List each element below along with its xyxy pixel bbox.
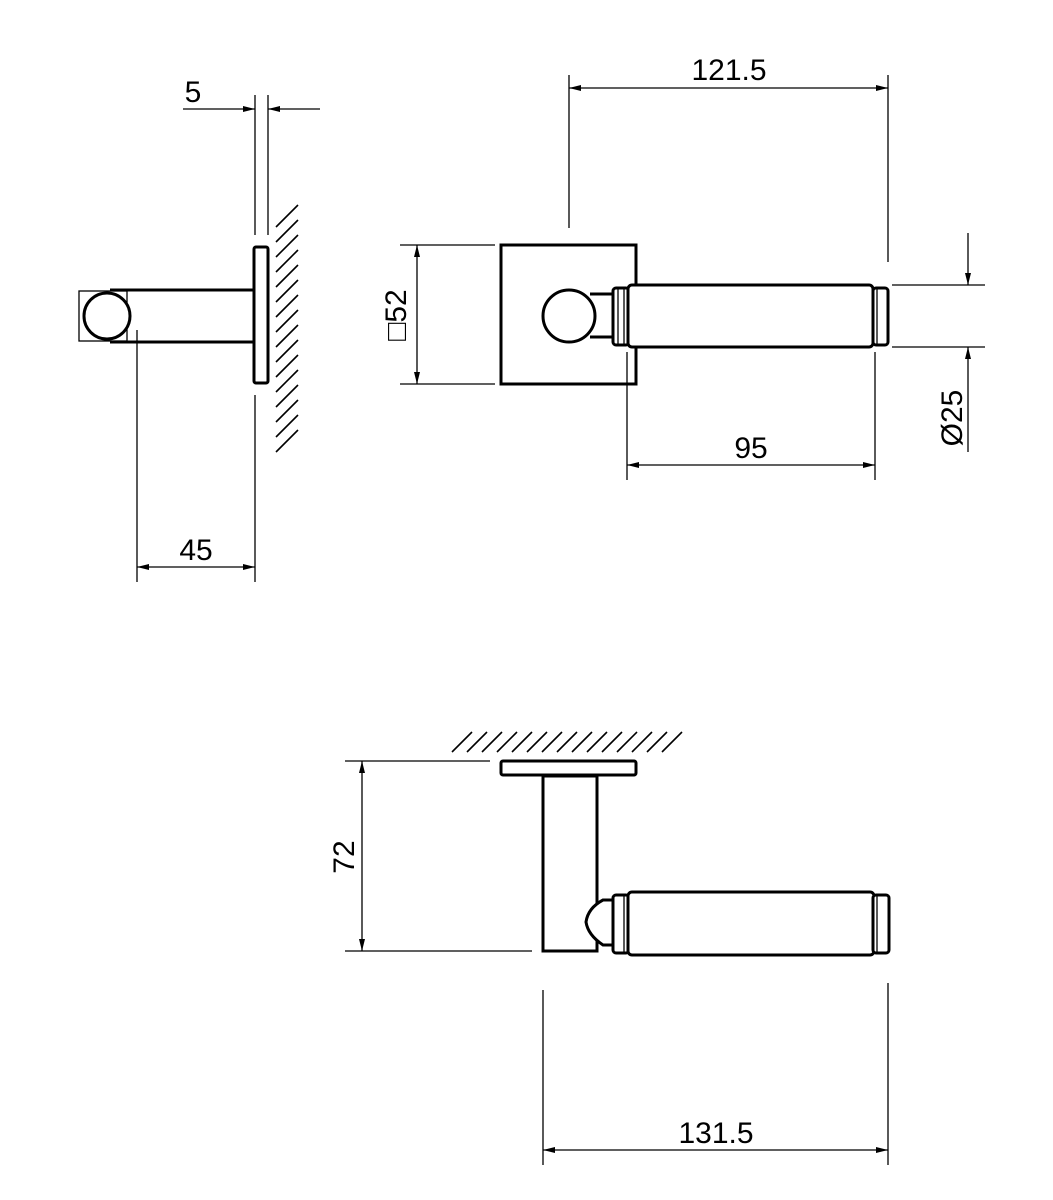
hatch-line: [526, 731, 548, 753]
hatch-line: [275, 264, 299, 288]
side-view: 5 45: [78, 76, 320, 582]
hatch-line: [496, 731, 518, 753]
hatch-line: [275, 294, 299, 318]
hatch-line: [646, 731, 668, 753]
hatch-line: [275, 339, 299, 363]
lever-end-collar: [871, 286, 890, 347]
hatch-line: [275, 429, 299, 453]
lever-hub-circle: [541, 288, 597, 344]
hatch-line: [631, 731, 653, 753]
hatch-line: [275, 414, 299, 438]
dim-131-5-label: 131.5: [678, 1117, 753, 1150]
rosette-plate-side: [252, 245, 270, 385]
hatch-line: [586, 731, 608, 753]
dim-72-label: 72: [328, 840, 361, 873]
dim-5-label: 5: [185, 76, 202, 109]
wall-hatch-side: [275, 204, 299, 453]
hatch-line: [275, 369, 299, 393]
hatch-line: [616, 731, 638, 753]
lever-end-collar-top: [871, 893, 891, 955]
hatch-line: [275, 354, 299, 378]
lever-hub-top: [584, 898, 616, 947]
hatch-line: [275, 249, 299, 273]
hatch-line: [541, 731, 563, 753]
hatch-line: [275, 384, 299, 408]
lever-end-circle: [82, 291, 132, 341]
hatch-line: [275, 279, 299, 303]
hatch-line: [466, 731, 488, 753]
dim-121-5-label: 121.5: [691, 54, 766, 87]
hatch-line: [275, 234, 299, 258]
hatch-line: [275, 399, 299, 423]
hatch-line: [601, 731, 623, 753]
hatch-line: [275, 324, 299, 348]
hatch-line: [571, 731, 593, 753]
hatch-line: [511, 731, 533, 753]
lever-grip-top: [626, 890, 876, 957]
lever-grip: [626, 283, 875, 349]
hatch-line: [275, 204, 299, 228]
front-view: 121.5 □52 95 Ø25: [380, 54, 985, 480]
dim-95-label: 95: [734, 432, 767, 465]
rosette-plate-top: [499, 759, 638, 777]
wall-hatch-top: [451, 731, 683, 753]
hatch-line: [556, 731, 578, 753]
dim-25-label: Ø25: [936, 390, 969, 447]
hatch-line: [275, 309, 299, 333]
hatch-line: [481, 731, 503, 753]
hatch-line: [661, 731, 683, 753]
dim-45-label: 45: [179, 534, 212, 567]
hatch-line: [275, 219, 299, 243]
top-view: 72 131.5: [328, 731, 891, 1165]
hatch-line: [451, 731, 473, 753]
dim-52-label: □52: [380, 289, 413, 341]
